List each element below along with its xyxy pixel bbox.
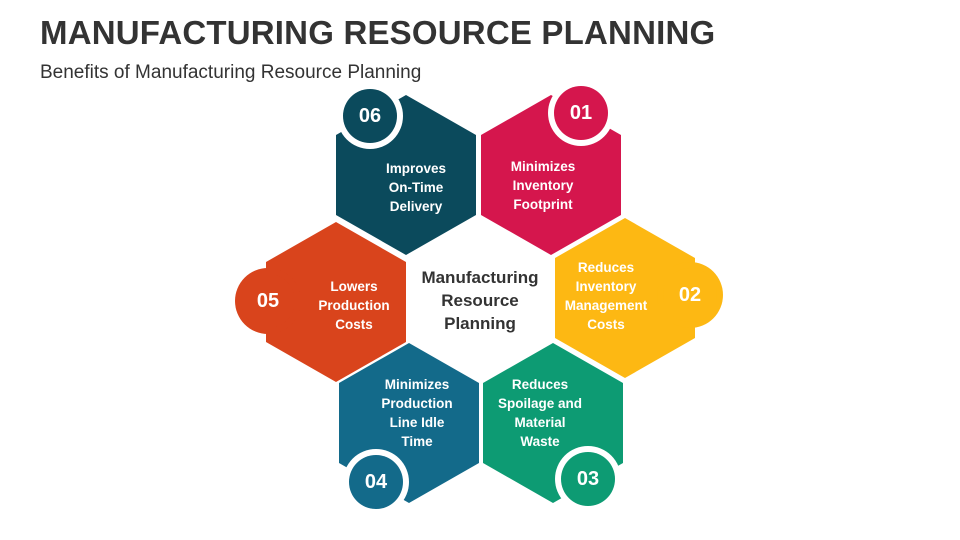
hexagon-06-text: Improves On-Time Delivery [385, 161, 447, 214]
badge-04: 04 [343, 449, 409, 515]
badge-06-number: 06 [343, 89, 397, 143]
badge-03: 03 [555, 446, 621, 512]
badge-01-number: 01 [554, 86, 608, 140]
badge-03-number: 03 [561, 452, 615, 506]
badge-06: 06 [337, 83, 403, 149]
hexagon-05-text: Lowers Production Costs [318, 279, 390, 332]
page-subtitle: Benefits of Manufacturing Resource Plann… [40, 62, 422, 83]
badge-04-number: 04 [349, 455, 403, 509]
hexagon-02-text: Reduces Inventory Management Costs [564, 260, 648, 332]
badge-01: 01 [548, 80, 614, 146]
hexagon-04-text: Minimizes Production Line Idle Time [381, 377, 453, 449]
hexagon-03-text: Reduces Spoilage and Material Waste [497, 377, 582, 449]
badge-05-number: 05 [241, 274, 295, 328]
badge-02: 02 [657, 262, 723, 328]
badge-05: 05 [235, 268, 301, 334]
hexagon-01-text: Minimizes Inventory Footprint [510, 159, 576, 212]
center-label: Manufacturing Resource Planning [421, 268, 539, 333]
page-title: MANUFACTURING RESOURCE PLANNING [40, 14, 716, 51]
badge-02-number: 02 [663, 268, 717, 322]
